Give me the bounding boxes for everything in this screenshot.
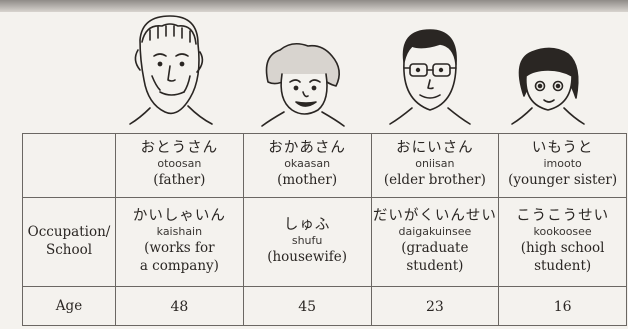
member-romaji: otoosan: [157, 157, 202, 171]
age-cell-mother: 45: [242, 286, 372, 326]
occupation-cell-mother: しゅふ shufu (housewife): [242, 197, 372, 287]
member-kana: おかあさん: [268, 140, 346, 157]
member-cell-elder-brother: おにいさん oniisan (elder brother): [370, 133, 500, 198]
occupation-english-line1: (works for: [144, 239, 215, 256]
occupation-row: Occupation/ School かいしゃいん kaishain (work…: [22, 197, 627, 287]
occupation-kana: かいしゃいん: [132, 207, 226, 224]
occupation-cell-elder-brother: だいがくいんせい daigakuinsee (graduate student): [370, 197, 500, 287]
occupation-english-line2: student): [406, 257, 464, 274]
occupation-cell-younger-sister: こうこうせい kookoosee (high school student): [498, 197, 627, 287]
occupation-english-line1: (housewife): [267, 248, 348, 265]
age-value: 16: [553, 298, 572, 315]
occupation-kana: しゅふ: [283, 216, 331, 233]
age-label: Age: [55, 298, 83, 315]
occupation-romaji: daigakuinsee: [398, 224, 472, 238]
mother-portrait-icon: [261, 42, 345, 127]
father-portrait-icon: [129, 15, 213, 125]
age-label-cell: Age: [22, 286, 116, 326]
age-value: 48: [170, 298, 189, 315]
sister-portrait-icon: [511, 47, 585, 125]
member-cell-father: おとうさん otoosan (father): [115, 133, 244, 198]
family-illustrations: [129, 15, 585, 127]
age-cell-father: 48: [115, 286, 244, 326]
member-romaji: imooto: [543, 157, 582, 171]
member-romaji: okaasan: [284, 157, 331, 171]
occupation-label-line2: School: [45, 242, 93, 258]
occupation-english-line2: student): [534, 257, 592, 274]
occupation-label-cell: Occupation/ School: [22, 197, 116, 287]
occupation-kana: こうこうせい: [516, 207, 610, 224]
family-table: おとうさん otoosan (father) おかあさん okaasan (mo…: [22, 133, 627, 326]
member-english: (elder brother): [383, 172, 486, 189]
age-cell-younger-sister: 16: [498, 286, 627, 326]
page-top-edge: [0, 0, 628, 12]
age-value: 45: [298, 298, 317, 315]
occupation-romaji: shufu: [291, 233, 323, 247]
corner-cell: [22, 133, 116, 198]
member-kana: おとうさん: [140, 140, 219, 157]
occupation-romaji: kaishain: [156, 224, 203, 238]
occupation-english-line1: (high school: [520, 239, 605, 256]
occupation-english-line1: (graduate: [401, 239, 469, 256]
member-cell-younger-sister: いもうと imooto (younger sister): [498, 133, 627, 198]
family-member-row: おとうさん otoosan (father) おかあさん okaasan (mo…: [22, 133, 627, 198]
member-english: (mother): [277, 172, 338, 189]
member-cell-mother: おかあさん okaasan (mother): [242, 133, 372, 198]
occupation-cell-father: かいしゃいん kaishain (works for a company): [115, 197, 244, 287]
member-english: (younger sister): [508, 172, 618, 189]
occupation-english-line2: a company): [139, 257, 219, 274]
member-english: (father): [153, 172, 206, 189]
occupation-romaji: kookoosee: [533, 224, 592, 238]
member-kana: いもうと: [531, 140, 594, 157]
age-cell-elder-brother: 23: [370, 286, 500, 326]
occupation-label-line1: Occupation/: [27, 224, 111, 241]
member-romaji: oniisan: [415, 157, 455, 171]
occupation-kana: だいがくいんせい: [372, 207, 497, 224]
age-value: 23: [425, 298, 444, 315]
member-kana: おにいさん: [396, 140, 474, 157]
brother-portrait-icon: [389, 29, 471, 125]
age-row: Age 48 45 23 16: [22, 286, 627, 326]
